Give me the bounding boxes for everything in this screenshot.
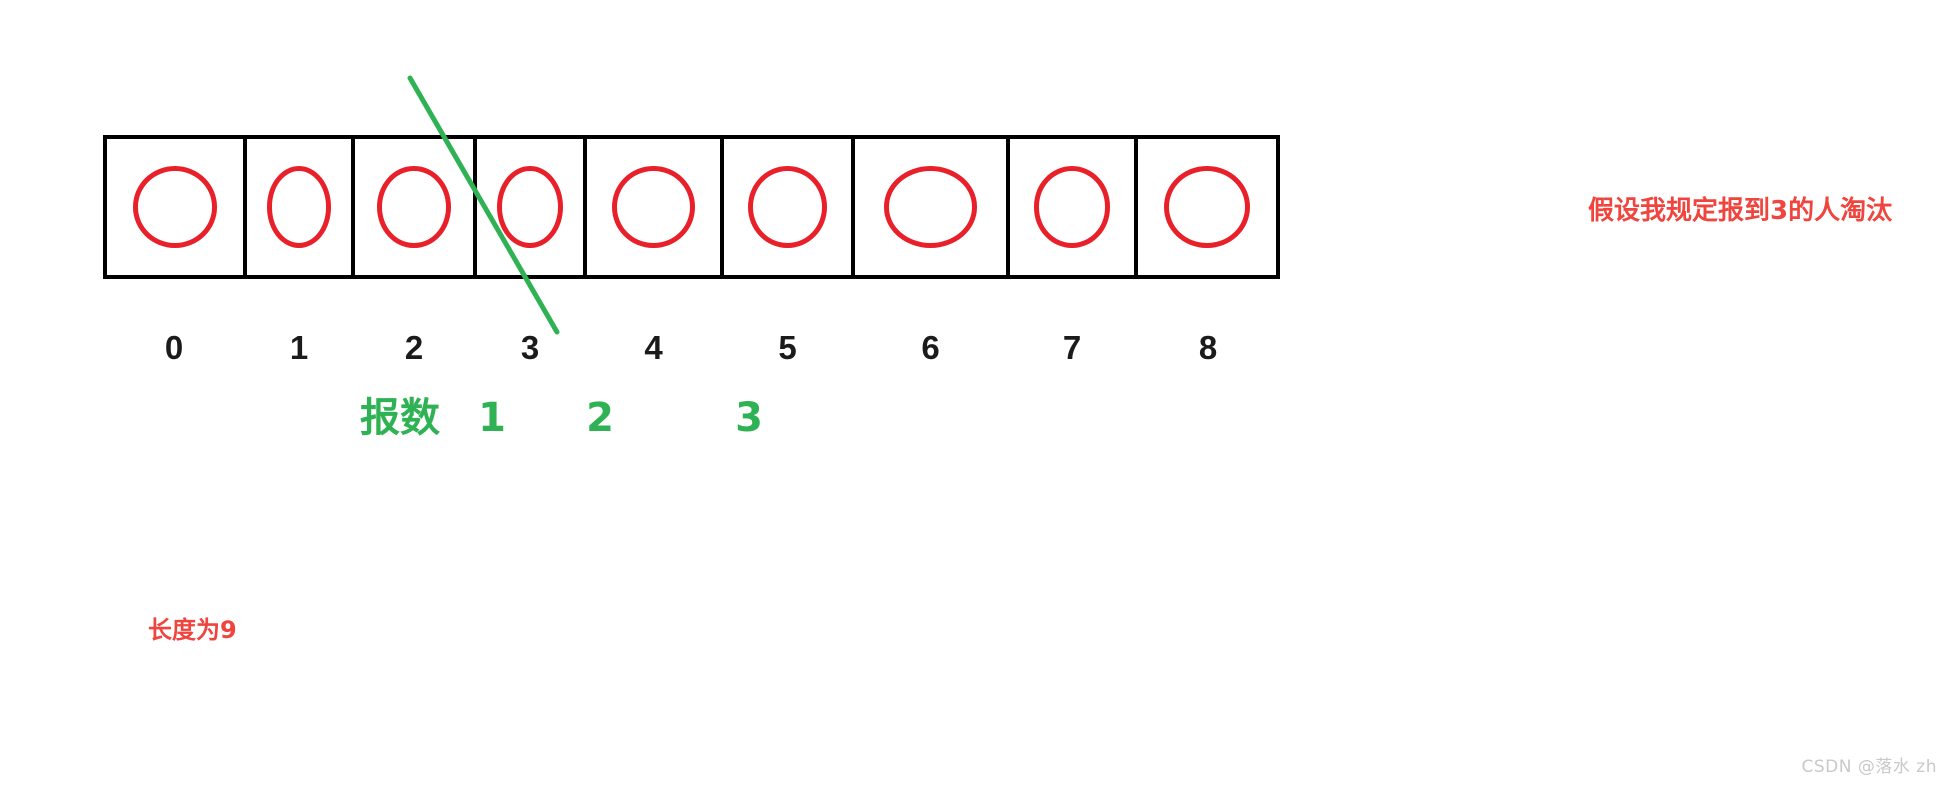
person-cell-1[interactable]: [245, 135, 353, 279]
person-cell-8[interactable]: [1136, 135, 1280, 279]
person-cell-6[interactable]: [853, 135, 1008, 279]
index-label-0: 0: [164, 329, 184, 366]
countoff-value-3: 3: [735, 395, 763, 441]
person-circle-icon: [1164, 166, 1250, 248]
person-circle-icon: [132, 166, 218, 248]
countoff-label: 报数: [360, 395, 440, 441]
person-cell-5[interactable]: [722, 135, 853, 279]
person-circle-icon: [883, 166, 978, 248]
person-cell-7[interactable]: [1008, 135, 1136, 279]
person-circle-icon: [748, 166, 827, 248]
index-label-7: 7: [1062, 329, 1082, 366]
index-label-3: 3: [520, 329, 540, 366]
person-circle-icon: [1033, 166, 1111, 248]
countoff-value-1: 1: [478, 395, 506, 441]
person-box-row: [103, 135, 1280, 279]
index-label-1: 1: [289, 329, 309, 366]
person-cell-3[interactable]: [475, 135, 585, 279]
watermark: CSDN @落水 zh: [1801, 757, 1937, 777]
person-circle-icon: [377, 166, 451, 248]
person-circle-icon: [497, 166, 563, 248]
person-cell-4[interactable]: [585, 135, 722, 279]
person-circle-icon: [612, 166, 695, 248]
person-circle-icon: [266, 166, 332, 248]
length-note: 长度为9: [148, 616, 237, 644]
index-label-8: 8: [1198, 329, 1218, 366]
rule-note: 假设我规定报到3的人淘汰: [1588, 196, 1893, 226]
index-label-2: 2: [404, 329, 424, 366]
index-label-6: 6: [921, 329, 940, 366]
person-cell-0[interactable]: [103, 135, 245, 279]
index-label-4: 4: [644, 329, 663, 366]
person-cell-2[interactable]: [353, 135, 475, 279]
countoff-value-2: 2: [586, 395, 614, 441]
index-label-5: 5: [778, 329, 797, 366]
